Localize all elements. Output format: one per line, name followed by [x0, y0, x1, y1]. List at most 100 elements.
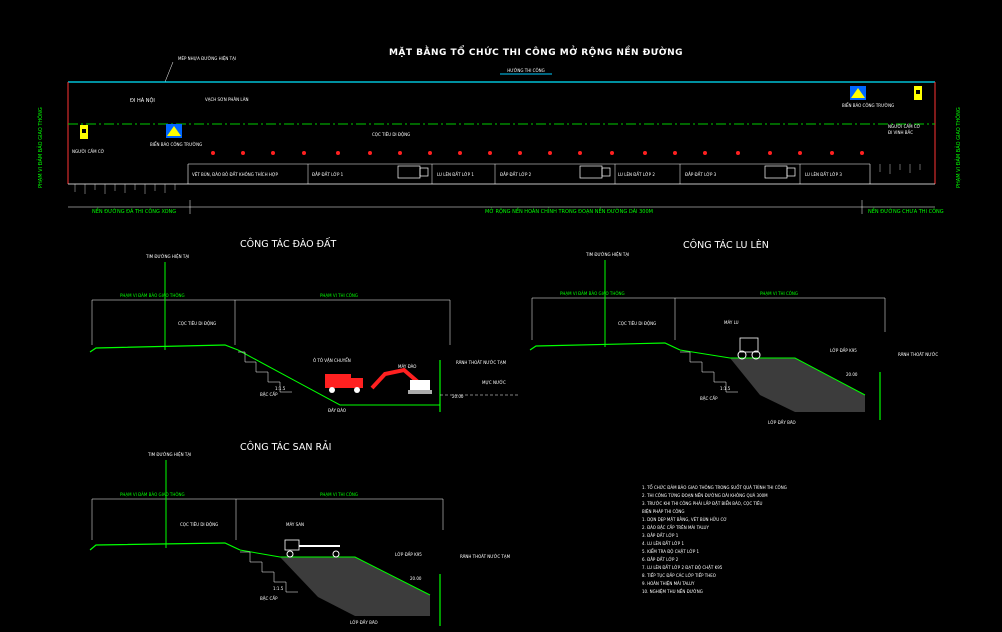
- right-place-label: ĐI VINH BẮC: [888, 130, 913, 135]
- safe-range-right: PHẠM VI ĐẢM BẢO GIAO THÔNG: [954, 107, 962, 188]
- ground-line: [89, 542, 241, 551]
- section-title: CÔNG TÁC ĐÀO ĐẤT: [240, 238, 337, 250]
- range-traffic: PHẠM VI ĐẢM BẢO GIAO THÔNG: [120, 492, 185, 497]
- step-label: ĐẮP ĐẤT LỚP 3: [685, 172, 717, 177]
- cones-row: [211, 151, 864, 155]
- warning-sign-icon: BIỂN BÁO CÔNG TRƯỜNG: [150, 124, 202, 147]
- traffic-line-label: VẠCH SƠN PHÂN LÀN: [205, 97, 248, 102]
- warning-sign-icon: BIỂN BÁO CÔNG TRƯỜNG: [842, 86, 894, 108]
- section-spreading: CÔNG TÁC SAN RẢI PHẠM VI ĐẢM BẢO GIAO TH…: [89, 441, 511, 626]
- section-title: CÔNG TÁC LU LÈN: [683, 239, 769, 251]
- dim-width: 20.00: [846, 372, 858, 377]
- fill-top: [679, 349, 866, 396]
- range-work: PHẠM VI THI CÔNG: [760, 291, 798, 296]
- drain-label: RÃNH THOÁT NƯỚC TẠM: [460, 554, 511, 559]
- notes-block: 1. TỔ CHỨC ĐẢM BẢO GIAO THÔNG TRONG SUỐT…: [642, 485, 787, 594]
- note-line: 2. THI CÔNG TỪNG ĐOẠN NỀN ĐƯỜNG DÀI KHÔN…: [642, 493, 768, 498]
- fill-layers: [280, 557, 430, 616]
- ground-line: [529, 342, 681, 351]
- fill-layers: [730, 358, 865, 412]
- note-line: 5. KIỂM TRA ĐỘ CHẶT LỚP 1: [642, 549, 700, 554]
- note-line: 4. LU LÈN ĐẤT LỚP 1: [642, 541, 684, 546]
- cones-label: CỌC TIÊU DI ĐỘNG: [180, 522, 218, 527]
- sign-right-label: BIỂN BÁO CÔNG TRƯỜNG: [842, 103, 894, 108]
- step-label: LU LÈN ĐẤT LỚP 3: [805, 172, 842, 177]
- bench-steps: [680, 351, 738, 393]
- cones-label: CỌC TIÊU DI ĐỘNG: [372, 132, 410, 137]
- note-line: 3. ĐẮP ĐẤT LỚP 1: [642, 533, 679, 538]
- bottom-label: LỚP ĐẦY BÃO: [350, 620, 378, 625]
- dim-width: 20.00: [410, 576, 422, 581]
- steps-label: BẬC CẤP: [260, 596, 278, 601]
- flagman-icon: NGƯỜI CẦM CỜ: [888, 86, 922, 129]
- flag-right-label: NGƯỜI CẦM CỜ: [888, 124, 921, 129]
- note-line: 6. ĐẮP ĐẤT LỚP 2: [642, 557, 679, 562]
- work-steps: VÉT BÙN, ĐÀO BỎ ĐẤT KHÔNG THÍCH HỢP ĐẮP …: [192, 172, 842, 177]
- safe-range-left: PHẠM VI ĐẢM BẢO GIAO THÔNG: [36, 107, 44, 188]
- water-label: MỰC NƯỚC: [482, 380, 506, 385]
- drain-label: RÃNH THOÁT NƯỚC: [898, 352, 938, 357]
- plan-view: MẶT BẰNG TỔ CHỨC THI CÔNG MỞ RỘNG NỀN ĐƯ…: [36, 45, 962, 215]
- bench-steps: [240, 551, 298, 593]
- note-line: 1. DỌN DẸP MẶT BẰNG, VÉT BÙN HỮU CƠ: [642, 517, 727, 522]
- section-title: CÔNG TÁC SAN RẢI: [240, 441, 331, 453]
- dim-mid: MỞ RỘNG NỀN HOÀN CHỈNH TRONG ĐOẠN NỀN ĐƯ…: [485, 207, 653, 215]
- roller-label: MÁY LU: [724, 320, 739, 325]
- dim-left: NỀN ĐƯỜNG ĐÃ THI CÔNG XONG: [92, 207, 176, 215]
- note-line: 2. ĐÀO BẬC CẤP TRÊN MÁI TALUY: [642, 525, 709, 530]
- excavator-icon: [370, 367, 432, 394]
- note-line: BIỆN PHÁP THI CÔNG: [642, 509, 685, 514]
- ground-line: [89, 344, 239, 353]
- step-label: LU LÈN ĐẤT LỚP 1: [437, 172, 474, 177]
- note-line: 8. TIẾP TỤC ĐẮP CÁC LỚP TIẾP THEO: [642, 572, 716, 578]
- step-label: ĐẮP ĐẤT LỚP 1: [312, 172, 344, 177]
- section-excavation: CÔNG TÁC ĐÀO ĐẤT PHẠM VI ĐẢM BẢO GIAO TH…: [89, 238, 520, 413]
- center-label: TIM ĐƯỜNG HIỆN TẠI: [147, 452, 191, 457]
- excavator-label: MÁY ĐÀO: [398, 364, 416, 369]
- step-label: LU LÈN ĐẤT LỚP 2: [618, 172, 655, 177]
- excavation-slope: [237, 349, 440, 406]
- machine-icon: [397, 165, 796, 179]
- note-line: 9. HOÀN THIỆN MÁI TALUY: [642, 581, 695, 586]
- range-traffic: PHẠM VI ĐẢM BẢO GIAO THÔNG: [120, 293, 185, 298]
- bottom-label: LỚP ĐẦY BÃO: [768, 420, 796, 425]
- grader-icon: [284, 539, 340, 558]
- center-label: TIM ĐƯỜNG HIỆN TẠI: [585, 252, 629, 257]
- step-dividers: [307, 164, 801, 184]
- section-compaction: CÔNG TÁC LU LÈN PHẠM VI ĐẢM BẢO GIAO THÔ…: [529, 239, 938, 425]
- layer-label: LỚP ĐẮP K95: [395, 552, 422, 557]
- note-line: 3. TRƯỚC KHI THI CÔNG PHẢI LẮP ĐẶT BIỂN …: [642, 501, 763, 506]
- dim-slope: 1:1.5: [273, 586, 284, 591]
- bottom-label: ĐÁY ĐÀO: [328, 408, 346, 413]
- plan-title: MẶT BẰNG TỔ CHỨC THI CÔNG MỞ RỘNG NỀN ĐƯ…: [389, 45, 683, 58]
- step-label: VÉT BÙN, ĐÀO BỎ ĐẤT KHÔNG THÍCH HỢP: [192, 172, 279, 177]
- embankment-hatch: [74, 164, 921, 194]
- dim-slope: 1:1.5: [720, 386, 731, 391]
- range-work: PHẠM VI THI CÔNG: [320, 492, 358, 497]
- grader-label: MÁY SAN: [286, 522, 304, 527]
- range-traffic: PHẠM VI ĐẢM BẢO GIAO THÔNG: [560, 291, 625, 296]
- range-work: PHẠM VI THI CÔNG: [320, 293, 358, 298]
- dim-width: 20.00: [452, 394, 464, 399]
- note-line: 7. LU LÈN ĐẤT LỚP 2 ĐẠT ĐỘ CHẶT K95: [642, 565, 723, 570]
- dim-right: NỀN ĐƯỜNG CHƯA THI CÔNG: [868, 207, 944, 215]
- step-label: ĐẮP ĐẤT LỚP 2: [500, 172, 532, 177]
- flagman-icon: NGƯỜI CẦM CỜ: [72, 125, 105, 154]
- roller-icon: [737, 337, 761, 360]
- direction-label: HƯỚNG THI CÔNG: [507, 68, 544, 73]
- left-place-label: ĐI HÀ NỘI: [130, 97, 155, 104]
- cones-label: CỌC TIÊU DI ĐỘNG: [618, 321, 656, 326]
- truck-label: Ô TÔ VẬN CHUYỂN: [313, 358, 351, 363]
- dim-slope: 1:1.5: [275, 386, 286, 391]
- flag-left-label: NGƯỜI CẦM CỜ: [72, 149, 105, 154]
- note-line: 1. TỔ CHỨC ĐẢM BẢO GIAO THÔNG TRONG SUỐT…: [642, 485, 787, 490]
- steps-label: BẬC CẤP: [260, 392, 278, 397]
- drain-label: RÃNH THOÁT NƯỚC TẠM: [456, 360, 507, 365]
- center-label: TIM ĐƯỜNG HIỆN TẠI: [145, 254, 189, 259]
- fill-top: [239, 549, 431, 596]
- note-line: 10. NGHIỆM THU NỀN ĐƯỜNG: [642, 589, 703, 594]
- bench-steps: [238, 351, 292, 393]
- layer-label: LỚP ĐẮP K95: [830, 348, 857, 353]
- boundary-label: MÉP NHỰA ĐƯỜNG HIỆN TẠI: [178, 56, 236, 61]
